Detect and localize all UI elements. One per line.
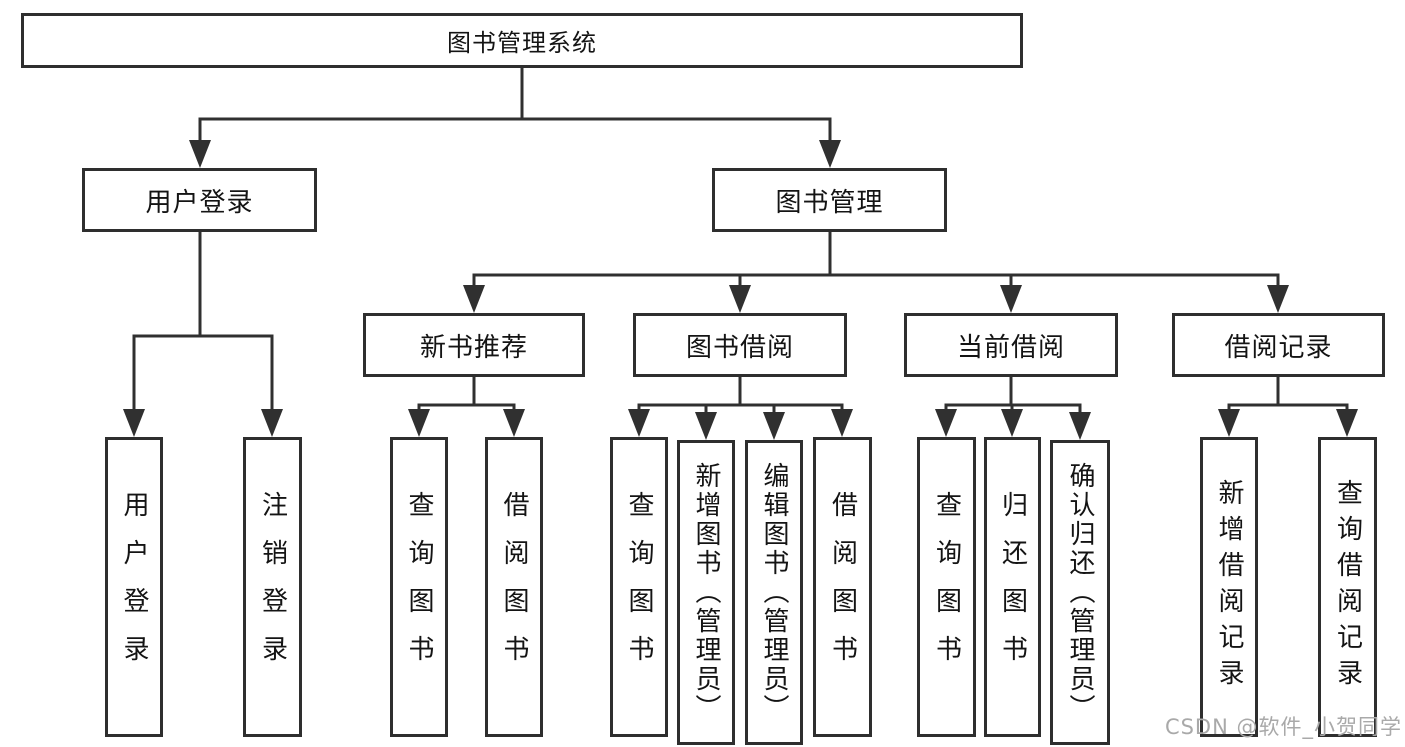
node-label: 查询图书 bbox=[624, 491, 654, 683]
leaf-user-login: 用户登录 bbox=[105, 437, 163, 737]
leaf-current-confirm-return-admin: 确认归还（管理员） bbox=[1050, 440, 1110, 745]
node-label: 查询图书 bbox=[931, 491, 962, 683]
leaf-recommend-query-books: 查询图书 bbox=[390, 437, 448, 737]
node-label: 借阅图书 bbox=[827, 491, 858, 683]
node-label: 归还图书 bbox=[997, 491, 1028, 683]
node-label: 新增图书（管理员） bbox=[691, 462, 721, 723]
node-label: 图书管理系统 bbox=[447, 29, 597, 57]
node-label: 图书借阅 bbox=[685, 332, 794, 363]
node-current-borrow: 当前借阅 bbox=[904, 313, 1118, 377]
leaf-borrow-edit-books-admin: 编辑图书（管理员） bbox=[745, 440, 803, 745]
leaf-borrow-query-books: 查询图书 bbox=[610, 437, 668, 737]
leaf-borrow-add-books-admin: 新增图书（管理员） bbox=[677, 440, 735, 745]
node-user-login: 用户登录 bbox=[82, 168, 317, 232]
leaf-records-add-borrow-record: 新增借阅记录 bbox=[1200, 437, 1258, 737]
leaf-records-query-borrow-record: 查询借阅记录 bbox=[1318, 437, 1377, 737]
node-book-management: 图书管理 bbox=[712, 168, 947, 232]
node-label: 借阅记录 bbox=[1224, 332, 1333, 363]
leaf-borrow-borrow-books: 借阅图书 bbox=[813, 437, 872, 737]
node-label: 注销登录 bbox=[257, 491, 288, 683]
watermark: CSDN @软件_小贺同学 bbox=[1164, 715, 1402, 739]
node-new-book-recommend: 新书推荐 bbox=[363, 313, 585, 377]
node-label: 新书推荐 bbox=[419, 332, 528, 363]
node-label: 确认归还（管理员） bbox=[1065, 462, 1095, 723]
node-book-borrow: 图书借阅 bbox=[633, 313, 847, 377]
node-label: 查询图书 bbox=[404, 491, 434, 683]
node-label: 新增借阅记录 bbox=[1214, 479, 1244, 695]
node-label: 查询借阅记录 bbox=[1332, 479, 1363, 695]
node-label: 当前借阅 bbox=[956, 332, 1065, 363]
node-root-system: 图书管理系统 bbox=[21, 13, 1023, 68]
leaf-logout-login: 注销登录 bbox=[243, 437, 302, 737]
node-label: 图书管理 bbox=[775, 187, 884, 218]
node-label: 用户登录 bbox=[145, 187, 254, 218]
leaf-current-return-books: 归还图书 bbox=[984, 437, 1041, 737]
leaf-recommend-borrow-books: 借阅图书 bbox=[485, 437, 543, 737]
node-label: 借阅图书 bbox=[499, 491, 529, 683]
leaf-current-query-books: 查询图书 bbox=[917, 437, 976, 737]
node-borrow-records: 借阅记录 bbox=[1172, 313, 1385, 377]
node-label: 编辑图书（管理员） bbox=[759, 462, 789, 723]
node-label: 用户登录 bbox=[119, 491, 149, 683]
